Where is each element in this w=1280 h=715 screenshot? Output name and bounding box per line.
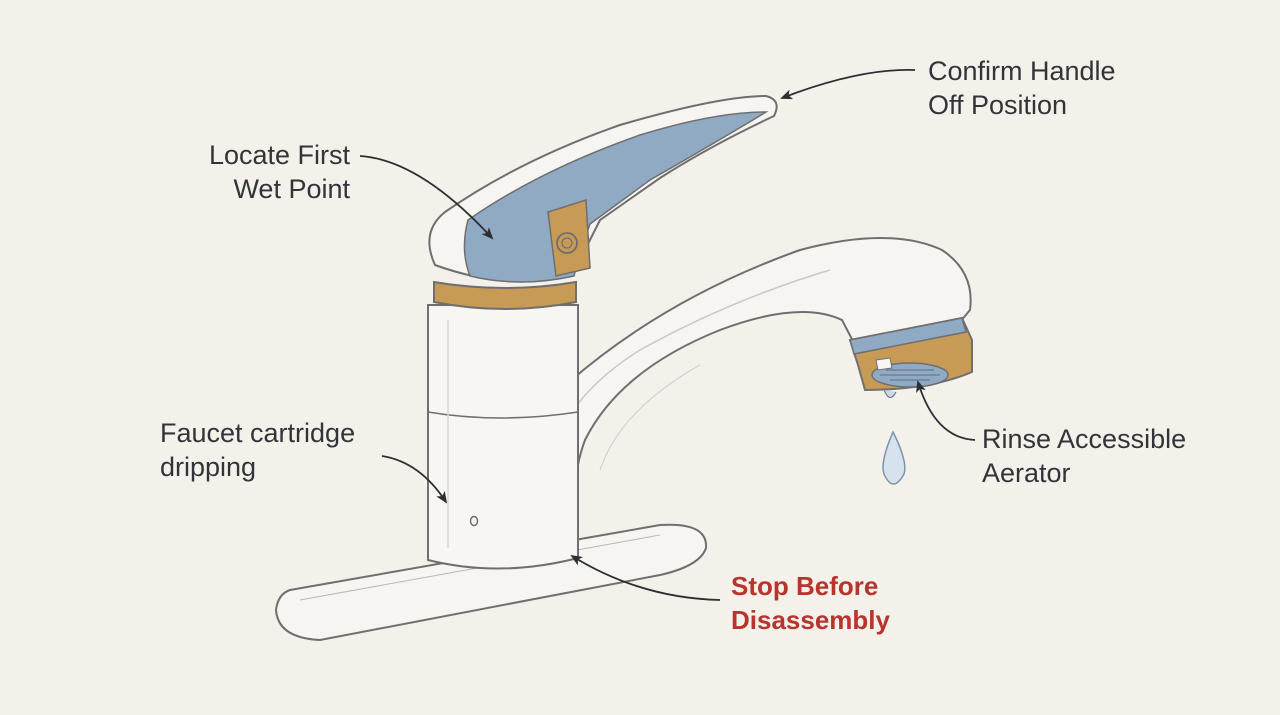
gold-collar — [433, 280, 577, 310]
arrow-handle-off — [780, 68, 916, 100]
callout-cartridge-line2: dripping — [160, 452, 257, 482]
aerator — [848, 316, 973, 398]
arrow-stop — [570, 554, 721, 601]
arrow-wet-point — [359, 155, 494, 240]
callout-wet-point-line2: Wet Point — [233, 174, 350, 204]
lever-handle — [428, 94, 778, 283]
callout-handle-off-line1: Confirm Handle — [928, 56, 1116, 86]
callout-cartridge-line1: Faucet cartridge — [160, 418, 356, 448]
callout-handle-off: Confirm Handle Off Position — [928, 54, 1116, 122]
callout-wet-point-line1: Locate First — [208, 140, 350, 170]
callout-stop-line2: Disassembly — [731, 605, 890, 635]
arrow-aerator — [916, 380, 976, 441]
callout-stop-warning: Stop Before Disassembly — [731, 569, 890, 637]
callout-aerator: Rinse Accessible Aerator — [982, 422, 1186, 490]
callout-aerator-line2: Aerator — [982, 458, 1071, 488]
water-drop — [882, 430, 906, 485]
faucet-body — [427, 304, 579, 570]
callout-aerator-line1: Rinse Accessible — [982, 424, 1187, 454]
callout-handle-off-line2: Off Position — [928, 90, 1068, 120]
callout-cartridge: Faucet cartridge dripping — [160, 416, 355, 484]
callout-wet-point: Locate First Wet Point — [180, 138, 350, 206]
arrow-cartridge — [381, 455, 448, 504]
callout-stop-line1: Stop Before — [731, 571, 879, 601]
